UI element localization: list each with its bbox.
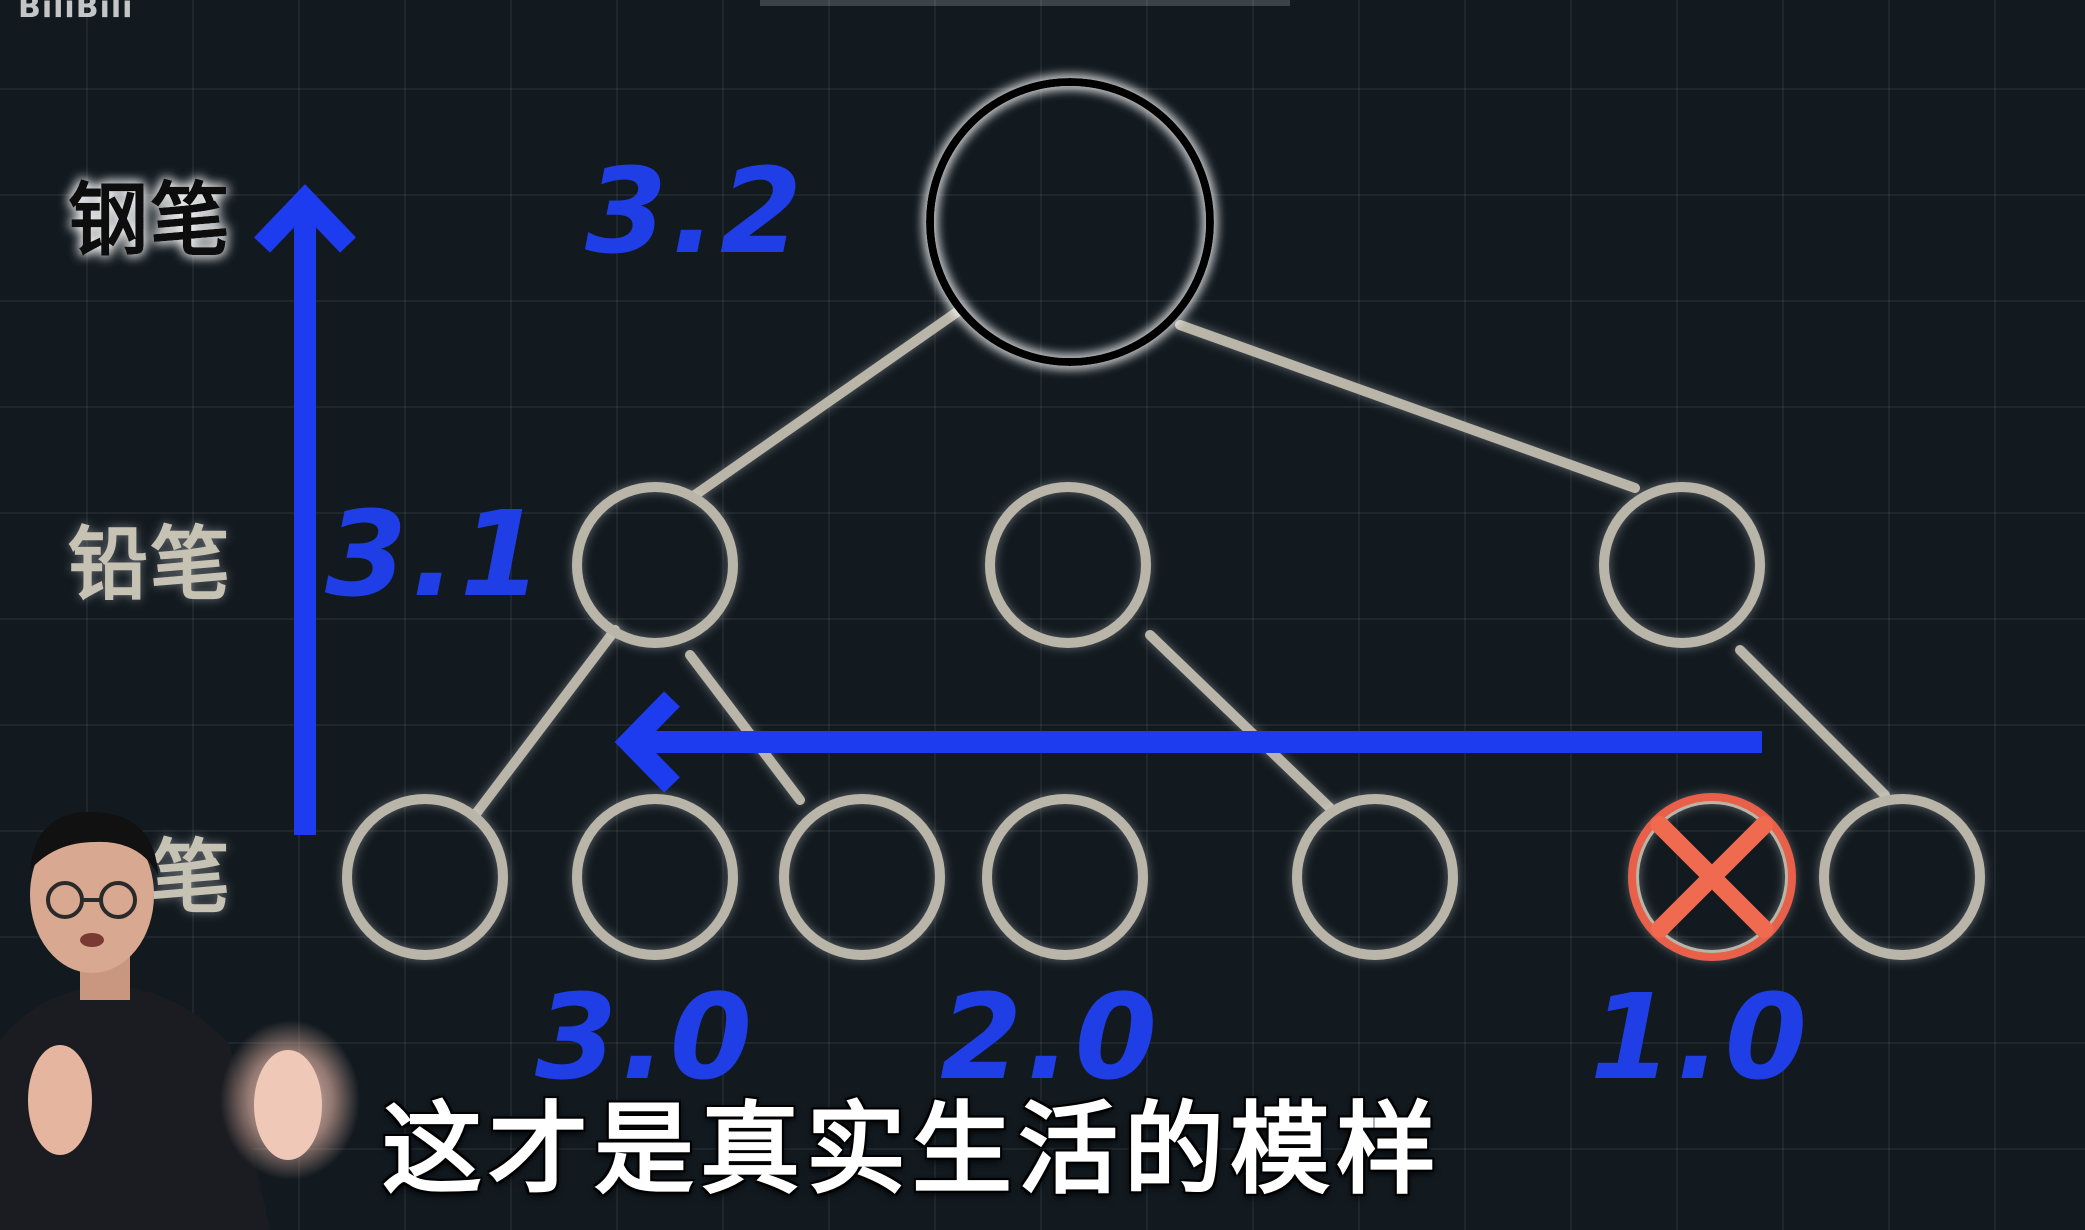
presenter-face [30, 817, 154, 973]
level-label-top: 钢笔 [68, 174, 232, 267]
presenter-left-hand [28, 1045, 92, 1155]
cross-mark-ring [1628, 793, 1796, 961]
cross-mark-icon [1628, 793, 1796, 961]
tree-edges [470, 305, 1890, 820]
cross-mark-stroke-2 [1651, 816, 1773, 938]
middle-node-center [985, 482, 1151, 648]
version-label-leaf-center: 2.0 [940, 968, 1161, 1106]
subtitle-caption: 这才是真实生活的模样 [382, 1091, 1442, 1208]
middle-node-right [1599, 482, 1765, 648]
presenter-torso [0, 985, 270, 1230]
middle-node-left [572, 482, 738, 648]
glasses-icon [46, 881, 137, 919]
leaf-node-1 [342, 794, 508, 960]
presenter-image [0, 811, 360, 1230]
leaf-node-4 [982, 794, 1148, 960]
edge-middle-center-to-leaf-5 [1145, 630, 1335, 813]
version-label-root: 3.2 [585, 142, 806, 280]
leaf-node-5 [1292, 794, 1458, 960]
bilibili-watermark: BiliBili [18, 0, 134, 25]
presenter-right-hand [254, 1050, 322, 1160]
version-label-leaf-left: 3.0 [535, 968, 756, 1106]
top-overlay-strip [760, 0, 1290, 6]
level-label-middle: 铅笔 [68, 518, 232, 611]
edge-middle-right-to-leaf-7 [1735, 645, 1890, 800]
presenter-mouth [80, 933, 104, 947]
leaf-node-7 [1819, 794, 1985, 960]
leaf-node-2 [572, 794, 738, 960]
edge-middle-left-to-leaf-3 [685, 650, 805, 805]
edge-root-to-middle-right [1175, 320, 1640, 493]
leftward-arrow [614, 691, 1762, 793]
leftward-arrow-head [614, 691, 680, 793]
presenter-hair [30, 811, 158, 875]
version-label-leaf-right: 1.0 [1590, 968, 1811, 1106]
root-node [926, 78, 1214, 366]
edge-middle-left-to-leaf-1 [470, 625, 620, 820]
edge-root-to-middle-left [690, 305, 965, 500]
version-label-middle: 3.1 [325, 485, 546, 623]
upward-arrow [254, 184, 356, 835]
upward-arrow-head [254, 184, 356, 253]
leaf-node-3 [779, 794, 945, 960]
